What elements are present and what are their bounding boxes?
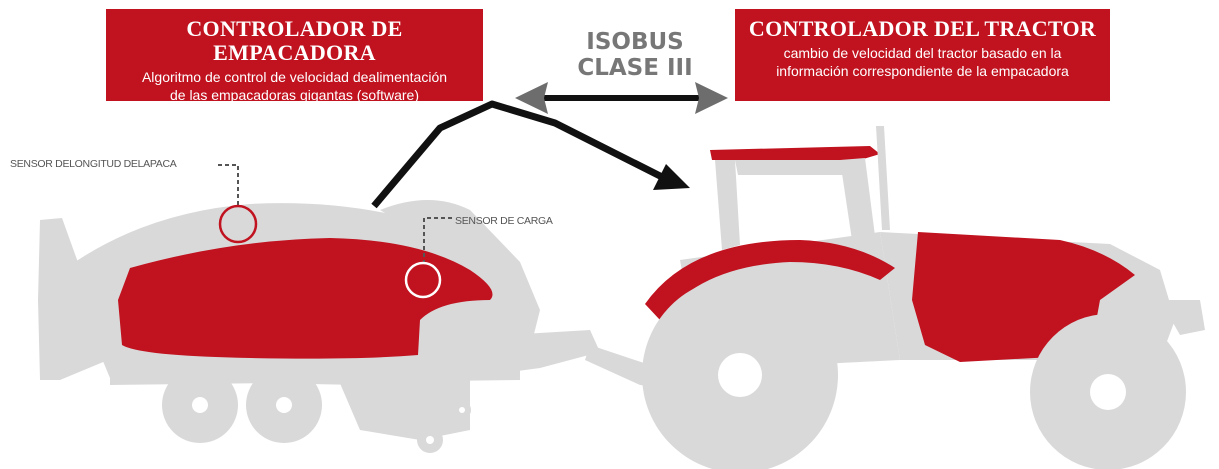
isobus-line2: CLASE III bbox=[577, 55, 693, 81]
bale-length-sensor-callout bbox=[218, 164, 258, 244]
tractor-controller-line1: cambio de velocidad del tractor basado e… bbox=[783, 45, 1062, 61]
baler-controller-line2: de las empacadoras gigantas (software) bbox=[169, 87, 420, 103]
isobus-label: ISOBUS CLASE III bbox=[555, 29, 715, 81]
load-sensor-callout bbox=[404, 217, 452, 299]
baler-silhouette bbox=[38, 200, 690, 453]
signal-arrow-icon bbox=[371, 100, 690, 209]
tractor-controller-line2: información correspondiente de la empaca… bbox=[776, 63, 1069, 79]
baler-controller-line1: Algoritmo de control de velocidad dealim… bbox=[141, 69, 448, 85]
bale-length-sensor-ring bbox=[218, 204, 258, 244]
load-sensor-ring bbox=[404, 261, 442, 299]
bale-length-sensor-label: SENSOR DELONGITUD DELAPACA bbox=[10, 158, 177, 170]
tractor-controller-box: CONTROLADOR DEL TRACTOR cambio de veloci… bbox=[735, 9, 1110, 101]
tractor-silhouette bbox=[642, 126, 1205, 469]
tractor-controller-title: CONTROLADOR DEL TRACTOR bbox=[748, 16, 1097, 41]
isobus-line1: ISOBUS bbox=[586, 29, 684, 55]
load-sensor-label: SENSOR DE CARGA bbox=[455, 215, 553, 227]
bidirectional-arrow-icon bbox=[515, 82, 728, 114]
baler-controller-box: CONTROLADOR DE EMPACADORA Algoritmo de c… bbox=[106, 9, 483, 103]
baler-controller-title: CONTROLADOR DE EMPACADORA bbox=[186, 16, 403, 65]
